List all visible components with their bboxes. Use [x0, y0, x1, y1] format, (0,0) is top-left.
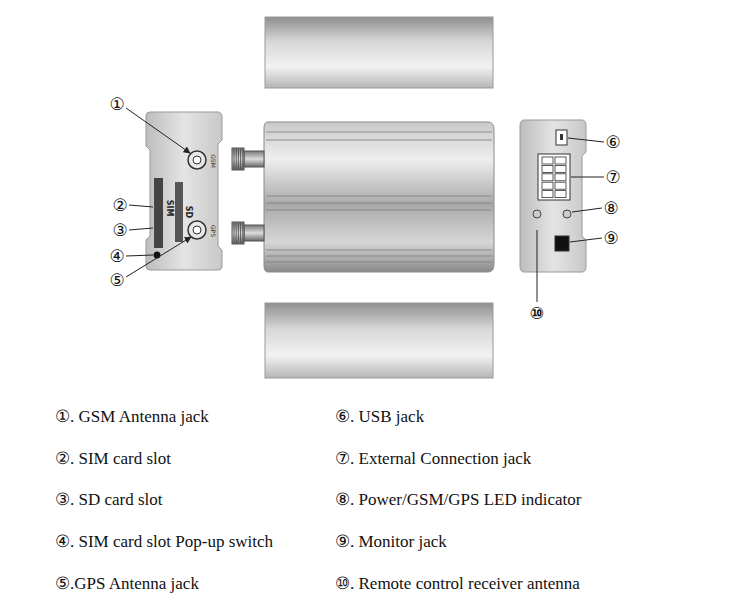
legend-entry: ②. SIM card slot: [55, 450, 171, 467]
slot-marking: SD: [184, 206, 192, 218]
external-connector: [538, 154, 570, 200]
legend-entry: ⑤.GPS Antenna jack: [55, 575, 199, 592]
left-end-plate: [146, 112, 222, 270]
callout-number: ⑩: [530, 305, 544, 322]
gsm-jack: [188, 151, 206, 169]
port-marking: GSM: [210, 154, 216, 168]
legend-entry: ⑨. Monitor jack: [335, 533, 447, 550]
connector-pin: [542, 157, 566, 198]
callout-number: ③: [112, 222, 127, 239]
callout-number: ⑥: [605, 134, 620, 151]
callout-number: ⑤: [109, 272, 124, 289]
callout-number: ⑨: [603, 230, 618, 247]
top-cover: [265, 17, 493, 88]
port-marking: GPS: [210, 225, 216, 237]
right-end-plate: [520, 120, 586, 272]
legend-entry: ①. GSM Antenna jack: [55, 408, 209, 425]
legend-entry: ⑦. External Connection jack: [335, 450, 531, 467]
callout-number: ②: [112, 197, 127, 214]
leader-line: [126, 108, 604, 302]
gps-jack: [188, 221, 206, 239]
legend-entry: ⑩. Remote control receiver antenna: [335, 575, 580, 592]
callout-number: ④: [109, 248, 124, 265]
antenna-connector: [232, 148, 264, 244]
monitor-jack: [555, 236, 569, 251]
callout-number: ①: [109, 96, 124, 113]
legend-entry: ④. SIM card slot Pop-up switch: [55, 533, 273, 550]
slot-marking: SIM: [165, 200, 173, 217]
led-indicator: [563, 210, 571, 218]
connector-thread: [234, 149, 243, 243]
sim-slot: [154, 178, 163, 248]
housing-ridges: [266, 132, 492, 262]
legend-entry: ⑧. Power/GSM/GPS LED indicator: [335, 491, 581, 508]
callout-number: ⑧: [603, 200, 618, 217]
led-indicator: [533, 210, 541, 218]
sd-slot: [175, 182, 183, 242]
usb-jack: [556, 130, 567, 145]
legend-entry: ③. SD card slot: [55, 491, 163, 508]
bottom-cover: [265, 303, 493, 378]
legend-entry: ⑥. USB jack: [335, 408, 424, 425]
housing-body: [264, 122, 494, 272]
callout-number: ⑦: [605, 169, 620, 186]
